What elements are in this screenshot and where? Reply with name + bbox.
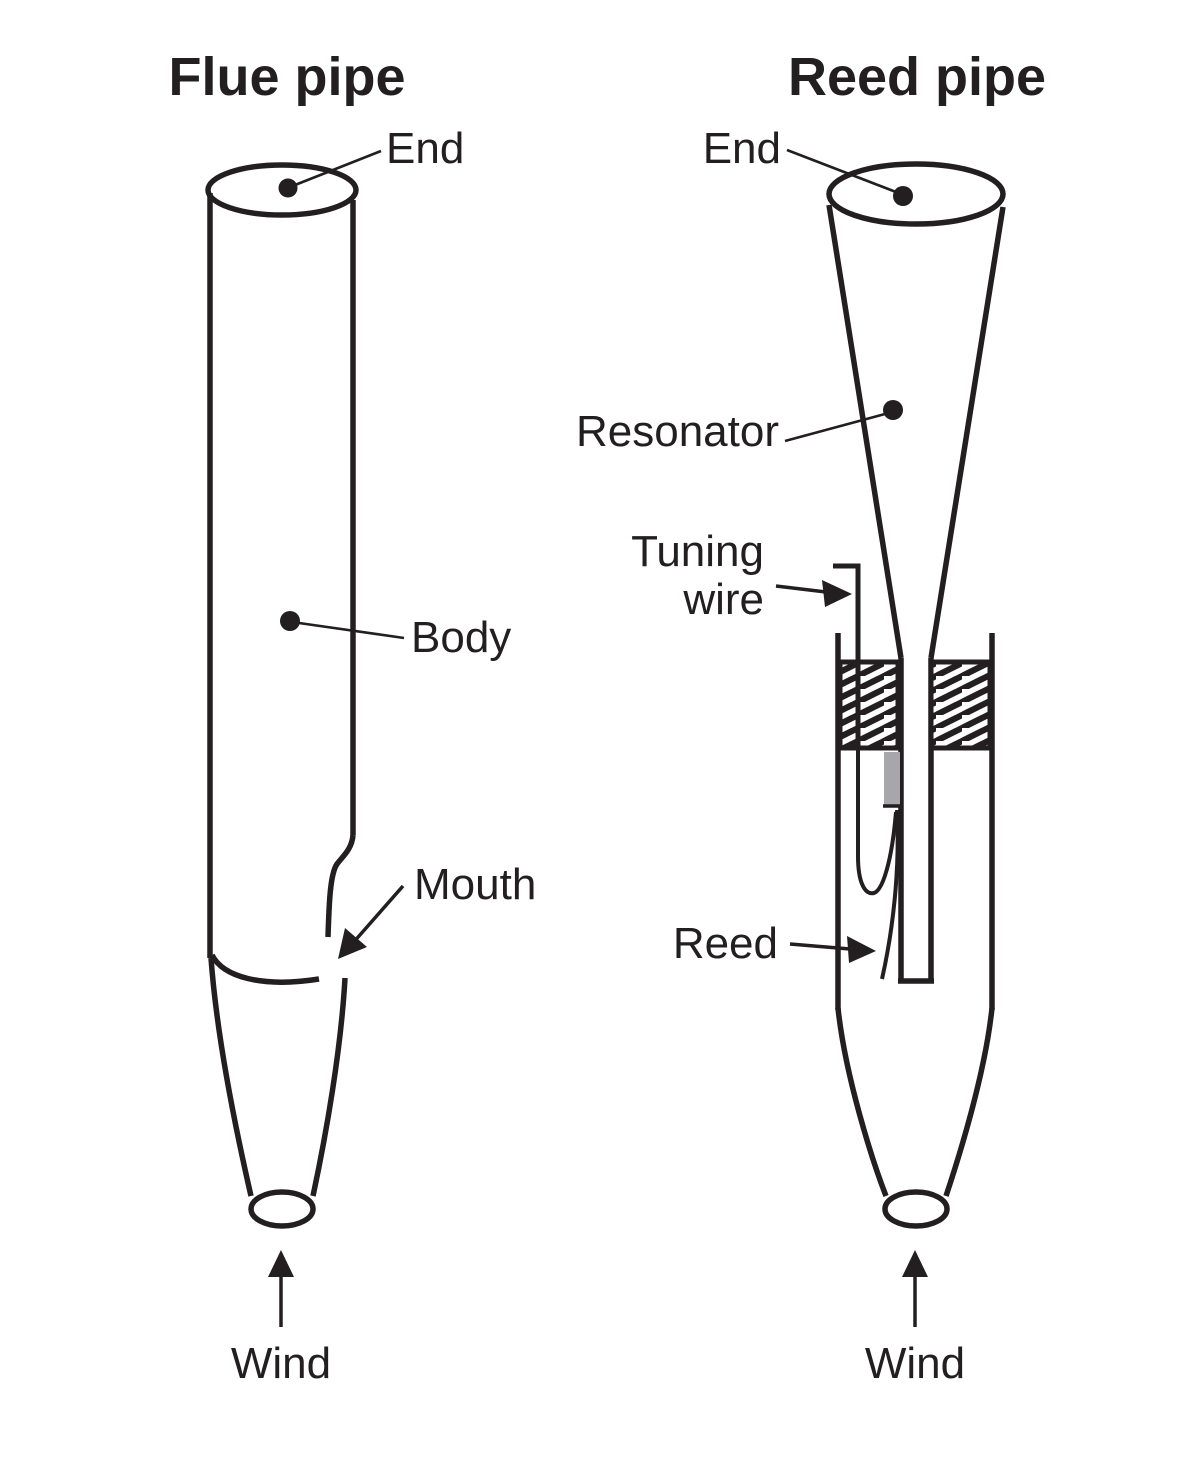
reed-tuning-wire-loop — [856, 748, 898, 896]
reed-wind-label: Wind — [865, 1339, 965, 1388]
reed-end-leader-line — [786, 148, 897, 194]
flue-body-dot — [280, 611, 300, 631]
reed-resonator-right-side — [928, 206, 1006, 659]
reed-resonator-dot — [883, 400, 903, 420]
reed-tuning-wire-arrowhead — [822, 580, 852, 607]
flue-upper-lip — [325, 834, 356, 938]
reed-reed-arrowhead — [847, 936, 876, 963]
reed-boot-right-taper — [943, 1007, 995, 1197]
reed-wedge — [884, 752, 900, 806]
reed-end-label: End — [703, 124, 781, 173]
flue-top-end-opening — [205, 162, 359, 218]
flue-wind-arrowhead — [268, 1250, 294, 1277]
reed-tuning-wire-arrow-line — [775, 584, 827, 594]
flue-body-label: Body — [411, 613, 511, 662]
flue-mouth-arrowhead — [338, 928, 367, 959]
reed-pipe-figure: Reed pipe End Resonator — [576, 47, 1046, 1388]
reed-tuning-wire-label-line1: Tuning — [631, 527, 764, 576]
flue-pipe-figure: Flue pipe End Body Mouth Wind — [168, 47, 536, 1388]
flue-foot-opening — [248, 1189, 316, 1229]
reed-reed-label: Reed — [673, 919, 778, 968]
reed-foot-opening — [882, 1189, 950, 1229]
flue-body-leader-line — [298, 621, 405, 640]
flue-end-leader-line — [294, 149, 382, 187]
reed-tongue — [880, 809, 900, 980]
reed-reed-arrow-line — [789, 942, 851, 951]
reed-tuning-wire-shaft — [833, 563, 861, 748]
flue-end-dot — [278, 178, 298, 198]
reed-tuning-wire-label-line2: wire — [682, 575, 764, 624]
reed-end-dot — [893, 186, 913, 206]
reed-pipe-title: Reed pipe — [788, 47, 1046, 107]
flue-foot-left-taper — [208, 957, 254, 1197]
flue-end-label: End — [386, 124, 464, 173]
flue-pipe-title: Flue pipe — [168, 47, 405, 107]
flue-foot-right-taper — [310, 977, 348, 1197]
reed-resonator-label: Resonator — [576, 407, 779, 456]
flue-lower-lip-arc — [209, 953, 320, 985]
reed-block-left-hatched — [837, 659, 901, 751]
flue-mouth-label: Mouth — [414, 860, 536, 909]
reed-resonator-leader-line — [784, 412, 886, 443]
reed-block-right-hatched — [928, 659, 993, 751]
flue-wind-label: Wind — [231, 1339, 331, 1388]
reed-boot-left-taper — [835, 1007, 889, 1197]
flue-mouth-arrow-line — [350, 884, 405, 946]
reed-resonator-left-side — [826, 204, 904, 659]
reed-wind-arrowhead — [902, 1250, 928, 1277]
reed-top-end-opening — [826, 161, 1006, 227]
